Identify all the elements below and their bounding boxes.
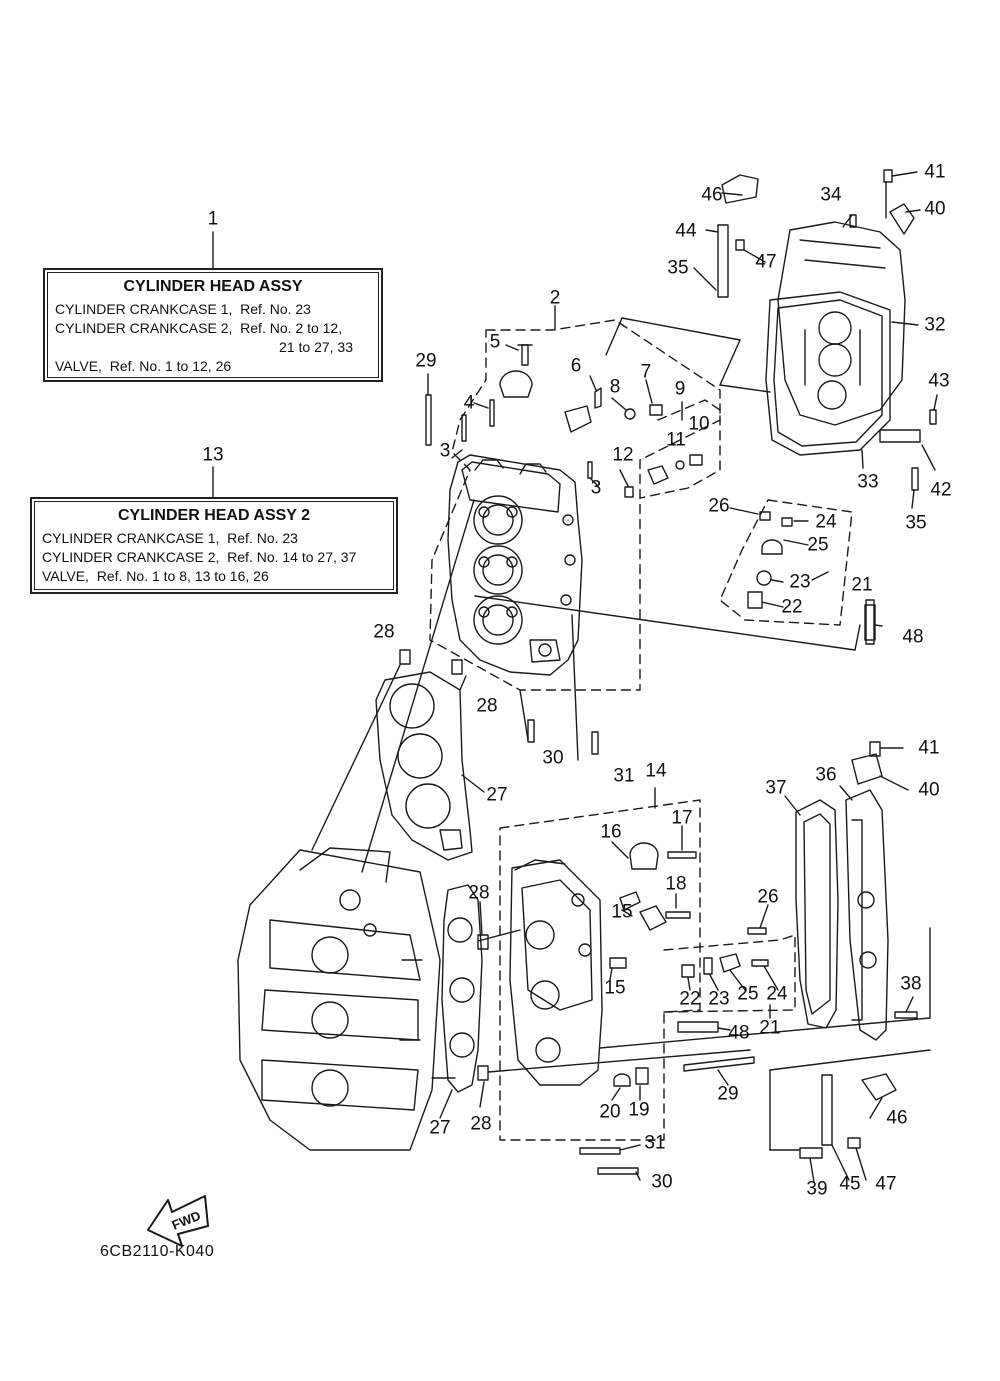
lower-cover-assembly bbox=[795, 789, 889, 1041]
callout-31-lower: 31 bbox=[644, 1132, 666, 1154]
callout-44: 44 bbox=[675, 220, 697, 242]
callout-46-upper: 46 bbox=[701, 184, 723, 206]
callout-14: 14 bbox=[645, 760, 667, 782]
callout-40-lower: 40 bbox=[918, 779, 940, 801]
upper-cover-assembly bbox=[765, 221, 906, 456]
kit-box-cylinder-head-assy-2: CYLINDER HEAD ASSY 2 CYLINDER CRANKCASE … bbox=[30, 497, 398, 594]
callout-25-upper: 25 bbox=[807, 534, 829, 556]
kit-line: CYLINDER CRANKCASE 1, Ref. No. 23 bbox=[55, 301, 311, 317]
diagram-code: 6CB2110-K040 bbox=[100, 1243, 215, 1260]
kit-title: CYLINDER HEAD ASSY 2 bbox=[117, 507, 311, 524]
callout-13: 13 bbox=[202, 444, 224, 466]
callout-30-lower: 30 bbox=[651, 1171, 673, 1193]
callout-33: 33 bbox=[857, 471, 879, 493]
dowel-pin-28-d bbox=[477, 1065, 489, 1081]
kit-title: CYLINDER HEAD ASSY bbox=[123, 278, 303, 295]
callout-27-lower: 27 bbox=[429, 1117, 451, 1139]
callout-15-upper: 15 bbox=[611, 901, 633, 923]
callout-43: 43 bbox=[928, 370, 950, 392]
callout-1: 1 bbox=[207, 208, 219, 230]
callout-2: 2 bbox=[549, 287, 561, 309]
dowel-pin-28-c bbox=[477, 934, 489, 950]
callout-38: 38 bbox=[900, 973, 922, 995]
callout-28-upper-left: 28 bbox=[373, 621, 395, 643]
lower-small-parts bbox=[579, 741, 918, 1175]
dowel-pin-28-b bbox=[451, 659, 463, 675]
kit-line: 21 to 27, 33 bbox=[279, 339, 353, 355]
callout-27-upper: 27 bbox=[486, 784, 508, 806]
callout-41-upper: 41 bbox=[924, 161, 946, 183]
callout-20: 20 bbox=[599, 1101, 621, 1123]
callout-11: 11 bbox=[666, 429, 686, 451]
callout-48-lower: 48 bbox=[728, 1022, 750, 1044]
callout-28-lower-top: 28 bbox=[468, 882, 490, 904]
fwd-arrow-icon bbox=[147, 1195, 209, 1247]
callout-22-upper: 22 bbox=[781, 596, 803, 618]
callout-47-lower: 47 bbox=[875, 1173, 897, 1195]
dowel-pin-28-a bbox=[399, 649, 411, 665]
callout-23-lower: 23 bbox=[708, 988, 730, 1010]
callout-29-lower: 29 bbox=[717, 1083, 739, 1105]
callout-6: 6 bbox=[570, 355, 582, 377]
kit-line: CYLINDER CRANKCASE 1, Ref. No. 23 bbox=[42, 530, 298, 546]
callout-3-right: 3 bbox=[590, 477, 602, 499]
callout-5: 5 bbox=[489, 331, 501, 353]
callout-4: 4 bbox=[463, 392, 475, 414]
callout-16: 16 bbox=[600, 821, 622, 843]
callout-28-lower-bottom: 28 bbox=[470, 1113, 492, 1135]
callout-24-lower: 24 bbox=[766, 983, 788, 1005]
callout-37: 37 bbox=[765, 777, 787, 799]
callout-17: 17 bbox=[671, 807, 693, 829]
crankcase-block bbox=[237, 847, 441, 1151]
head-gasket-upper bbox=[375, 671, 473, 861]
callout-26-upper: 26 bbox=[708, 495, 730, 517]
upper-leader-lines bbox=[427, 171, 938, 627]
kit-line: VALVE, Ref. No. 1 to 8, 13 to 16, 26 bbox=[42, 568, 269, 584]
callout-40-upper: 40 bbox=[924, 198, 946, 220]
callout-10: 10 bbox=[688, 413, 710, 435]
callout-23-upper: 23 bbox=[789, 571, 811, 593]
kit-box-cylinder-head-assy: CYLINDER HEAD ASSY CYLINDER CRANKCASE 1,… bbox=[43, 268, 383, 382]
callout-47-upper: 47 bbox=[755, 251, 777, 273]
callout-35-upper: 35 bbox=[667, 257, 689, 279]
callout-34: 34 bbox=[820, 184, 842, 206]
callout-9: 9 bbox=[674, 378, 686, 400]
callout-41-lower: 41 bbox=[918, 737, 940, 759]
callout-31-upper: 31 bbox=[613, 765, 635, 787]
head-gasket-lower bbox=[441, 884, 483, 1093]
callout-15-lower: 15 bbox=[604, 977, 626, 999]
callout-7: 7 bbox=[640, 361, 652, 383]
callout-30-upper: 30 bbox=[542, 747, 564, 769]
callout-46-lower: 46 bbox=[886, 1107, 908, 1129]
kit-line: VALVE, Ref. No. 1 to 12, 26 bbox=[55, 358, 232, 374]
upper-cylinder-head bbox=[447, 454, 583, 676]
callout-24-upper: 24 bbox=[815, 511, 837, 533]
callout-21-lower: 21 bbox=[759, 1017, 781, 1039]
callout-42: 42 bbox=[930, 479, 952, 501]
callout-35-lower: 35 bbox=[905, 512, 927, 534]
lower-cylinder-head bbox=[509, 859, 603, 1086]
callout-12: 12 bbox=[612, 444, 634, 466]
callout-25-lower: 25 bbox=[737, 983, 759, 1005]
callout-22-lower: 22 bbox=[679, 988, 701, 1010]
callout-28-upper-right: 28 bbox=[476, 695, 498, 717]
callout-39: 39 bbox=[806, 1178, 828, 1200]
callout-29-upper: 29 bbox=[415, 350, 437, 372]
callout-18: 18 bbox=[665, 873, 687, 895]
callout-48-upper: 48 bbox=[902, 626, 924, 648]
callout-8: 8 bbox=[609, 376, 621, 398]
lower-head-group-boundary bbox=[499, 799, 796, 1141]
callout-26-lower: 26 bbox=[757, 886, 779, 908]
callout-36: 36 bbox=[815, 764, 837, 786]
kit-line: CYLINDER CRANKCASE 2, Ref. No. 2 to 12, bbox=[55, 320, 343, 336]
callout-21-upper: 21 bbox=[851, 574, 873, 596]
kit-line: CYLINDER CRANKCASE 2, Ref. No. 14 to 27,… bbox=[42, 549, 357, 565]
callout-32: 32 bbox=[924, 314, 946, 336]
callout-19: 19 bbox=[628, 1099, 650, 1121]
callout-45: 45 bbox=[839, 1173, 861, 1195]
lower-leader-lines bbox=[439, 747, 914, 1183]
spark-plug-upper bbox=[864, 604, 876, 641]
callout-3-left: 3 bbox=[439, 440, 451, 462]
